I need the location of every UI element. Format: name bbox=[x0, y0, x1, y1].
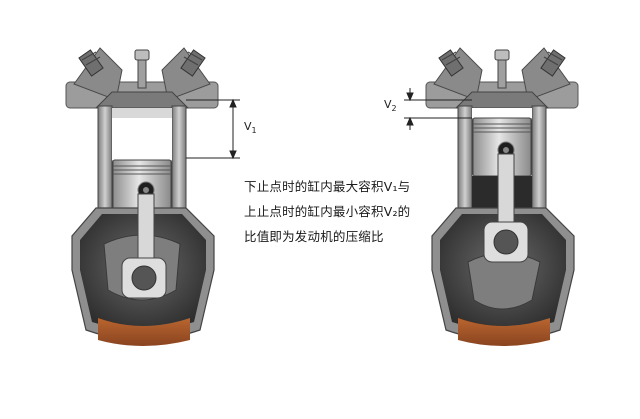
cylinder-wall-right-r bbox=[531, 105, 547, 211]
caption-line-3: 比值即为发动机的压缩比 bbox=[244, 229, 384, 244]
oil-sump-left bbox=[98, 318, 190, 346]
v2-dimension bbox=[404, 88, 472, 130]
v2-label-base: V bbox=[384, 98, 392, 111]
cylinder-head-left bbox=[65, 47, 219, 109]
engine-left-bdc bbox=[65, 47, 219, 346]
caption-line-1: 下止点时的缸内最大容积V₁与 bbox=[244, 179, 411, 194]
cylinder-wall-left-r bbox=[171, 105, 187, 211]
v1-label: V1 bbox=[244, 120, 257, 135]
oil-sump-right bbox=[458, 318, 550, 346]
piston-right bbox=[472, 117, 532, 177]
cylinder-wall-left-l bbox=[97, 105, 113, 211]
engine-right-tdc bbox=[425, 47, 579, 346]
v1-label-sub: 1 bbox=[251, 126, 257, 136]
compression-ratio-caption: 下止点时的缸内最大容积V₁与 上止点时的缸内最小容积V₂的 比值即为发动机的压缩… bbox=[244, 174, 434, 249]
cylinder-head-right bbox=[425, 47, 579, 109]
caption-line-2: 上止点时的缸内最小容积V₂的 bbox=[244, 204, 411, 219]
connecting-rod-left bbox=[121, 193, 167, 299]
piston-left bbox=[112, 159, 172, 217]
v2-label-sub: 2 bbox=[391, 104, 397, 114]
v1-dimension bbox=[186, 98, 240, 160]
v2-label: V2 bbox=[384, 98, 397, 113]
cylinder-wall-right-l bbox=[457, 105, 473, 211]
v1-label-base: V bbox=[244, 120, 252, 133]
connecting-rod-right bbox=[483, 153, 529, 263]
